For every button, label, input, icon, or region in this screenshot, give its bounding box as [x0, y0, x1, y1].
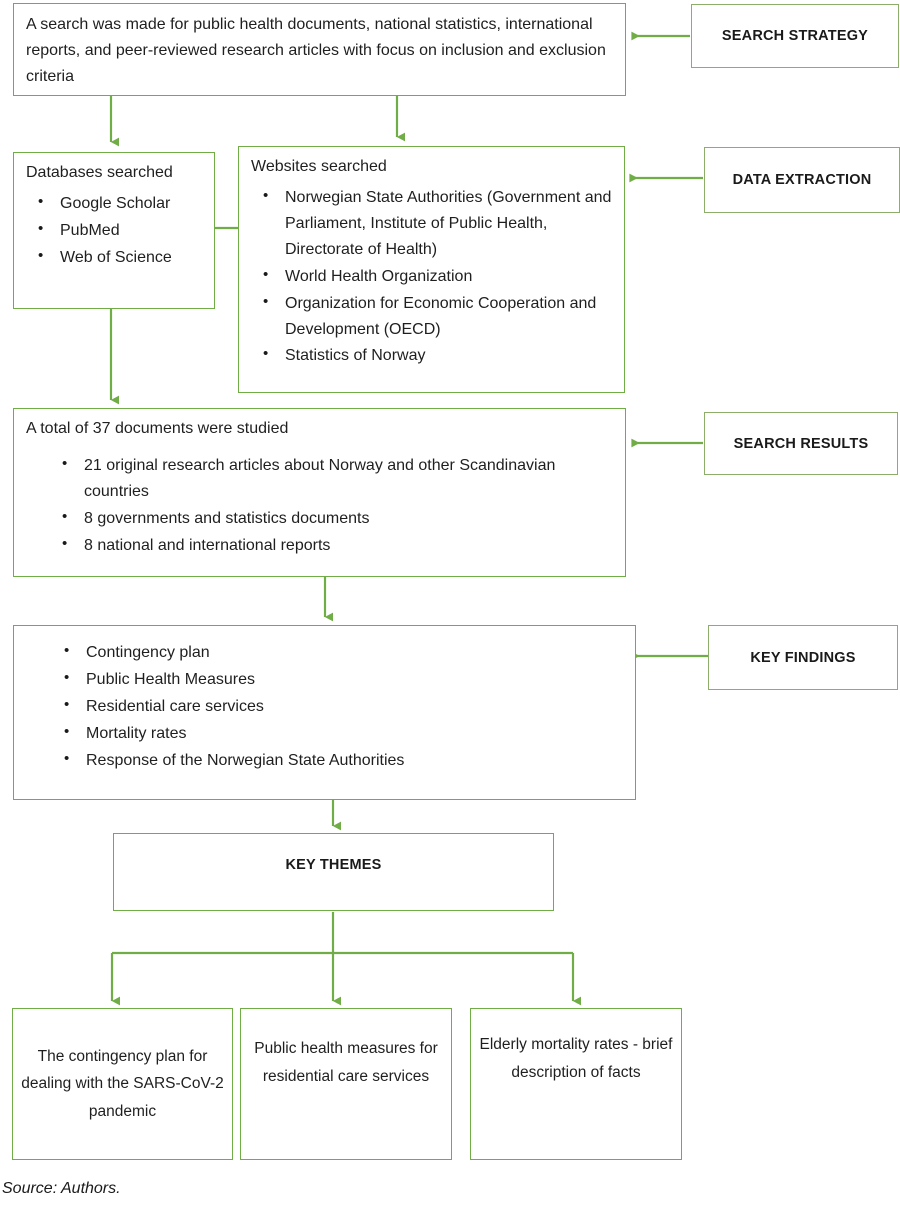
key-findings-list: Contingency plan Public Health Measures … — [26, 639, 623, 774]
source-note: Source: Authors. — [2, 1180, 121, 1197]
theme-box-contingency-plan: The contingency plan for dealing with th… — [12, 1008, 233, 1160]
databases-heading: Databases searched — [26, 164, 173, 181]
label-key-findings-text: KEY FINDINGS — [750, 649, 856, 666]
search-results-heading: A total of 37 documents were studied — [26, 420, 289, 437]
list-item: Statistics of Norway — [263, 342, 612, 369]
label-search-results: SEARCH RESULTS — [704, 412, 898, 475]
databases-box: Databases searched Google Scholar PubMed… — [13, 152, 215, 309]
search-statement-text: A search was made for public health docu… — [26, 16, 606, 85]
theme-text: The contingency plan for dealing with th… — [21, 1047, 224, 1120]
list-item: 21 original research articles about Norw… — [62, 452, 613, 505]
databases-list: Google Scholar PubMed Web of Science — [26, 190, 202, 271]
search-results-box: A total of 37 documents were studied 21 … — [13, 408, 626, 577]
theme-text: Elderly mortality rates - brief descript… — [479, 1036, 673, 1081]
list-item: Contingency plan — [64, 639, 623, 666]
list-item: Residential care services — [64, 693, 623, 720]
websites-list: Norwegian State Authorities (Government … — [251, 184, 612, 369]
theme-box-public-health-measures: Public health measures for residential c… — [240, 1008, 452, 1160]
list-item: Organization for Economic Cooperation an… — [263, 290, 612, 343]
websites-box: Websites searched Norwegian State Author… — [238, 146, 625, 393]
list-item: Public Health Measures — [64, 666, 623, 693]
theme-box-elderly-mortality: Elderly mortality rates - brief descript… — [470, 1008, 682, 1160]
key-findings-box: Contingency plan Public Health Measures … — [13, 625, 636, 800]
key-themes-box: KEY THEMES — [113, 833, 554, 911]
list-item: World Health Organization — [263, 263, 612, 290]
list-item: Norwegian State Authorities (Government … — [263, 184, 612, 263]
label-search-strategy: SEARCH STRATEGY — [691, 4, 899, 68]
websites-heading: Websites searched — [251, 158, 387, 175]
label-data-extraction: DATA EXTRACTION — [704, 147, 900, 213]
search-statement-box: A search was made for public health docu… — [13, 3, 626, 96]
list-item: Web of Science — [38, 244, 202, 271]
list-item: 8 national and international reports — [62, 532, 613, 559]
list-item: Response of the Norwegian State Authorit… — [64, 747, 623, 774]
label-key-findings: KEY FINDINGS — [708, 625, 898, 690]
label-data-extraction-text: DATA EXTRACTION — [732, 172, 872, 188]
key-themes-title: KEY THEMES — [285, 857, 382, 873]
list-item: Mortality rates — [64, 720, 623, 747]
list-item: PubMed — [38, 217, 202, 244]
theme-text: Public health measures for residential c… — [254, 1040, 438, 1085]
search-results-list: 21 original research articles about Norw… — [26, 452, 613, 559]
list-item: Google Scholar — [38, 190, 202, 217]
list-item: 8 governments and statistics documents — [62, 505, 613, 532]
label-search-results-text: SEARCH RESULTS — [733, 435, 869, 452]
label-search-strategy-text: SEARCH STRATEGY — [721, 28, 869, 44]
